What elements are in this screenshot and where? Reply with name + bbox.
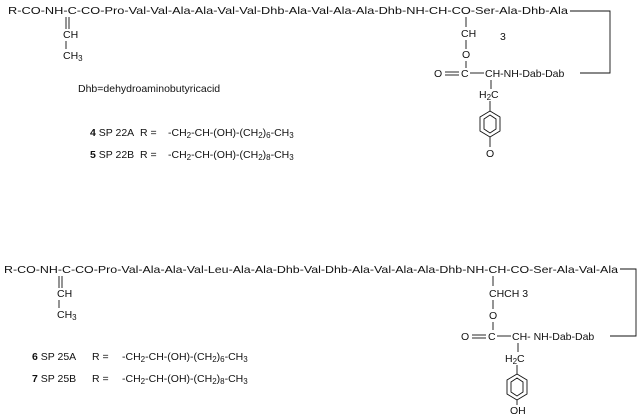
structure-2: R-CO-NH-C-CO-Pro-Val-Ala-Ala-Val-Leu-Ala… bbox=[4, 264, 637, 416]
structure-1-cyclic-bracket bbox=[570, 10, 611, 74]
structure-1-para-o: O bbox=[486, 148, 494, 160]
structure-2-side-ch: CH bbox=[57, 288, 72, 300]
structure-2-h2c: H2C bbox=[505, 353, 525, 366]
structure-1-side-ch3: CH3 bbox=[63, 50, 83, 63]
structure-1-side-ch: CH bbox=[63, 29, 78, 41]
structure-2-sequence: R-CO-NH-C-CO-Pro-Val-Ala-Ala-Val-Leu-Ala… bbox=[4, 264, 618, 276]
structure-1-ring-ch: CH bbox=[461, 28, 476, 40]
structure-1-ring-o: O bbox=[462, 49, 470, 61]
structure-1-benzene-ring-icon bbox=[479, 110, 501, 138]
structure-1: R-CO-NH-C-CO-Pro-Val-Val-Ala-Ala-Val-Val… bbox=[8, 5, 611, 160]
structure-1-ring-line-o: O bbox=[434, 68, 442, 80]
structure-1-ring-line-rest: CH-NH-Dab-Dab bbox=[485, 68, 565, 80]
structure-2-chch3: CHCH 3 bbox=[489, 288, 528, 300]
structure-2-ring-o: O bbox=[489, 310, 497, 322]
structure-2-oh: OH bbox=[510, 405, 526, 416]
structure-2-benzene-ring-icon bbox=[506, 373, 528, 401]
structure-1-ring-line-c: C bbox=[461, 68, 469, 80]
dhb-abbreviation: Dhb=dehydroaminobutyricacid bbox=[78, 83, 220, 95]
structure-2-cyclic-bracket bbox=[610, 268, 637, 337]
structure-2-side-ch3: CH3 bbox=[57, 309, 77, 322]
structure-2-ring-line-rest: CH- NH-Dab-Dab bbox=[512, 331, 594, 343]
structure-2-ring-line-c: C bbox=[488, 331, 496, 343]
structure-1-sequence: R-CO-NH-C-CO-Pro-Val-Val-Ala-Ala-Val-Val… bbox=[8, 5, 568, 17]
structure-1-three: 3 bbox=[500, 31, 506, 43]
structure-1-h2c: H2C bbox=[479, 89, 499, 102]
structure-2-ring-line-o: O bbox=[461, 331, 469, 343]
